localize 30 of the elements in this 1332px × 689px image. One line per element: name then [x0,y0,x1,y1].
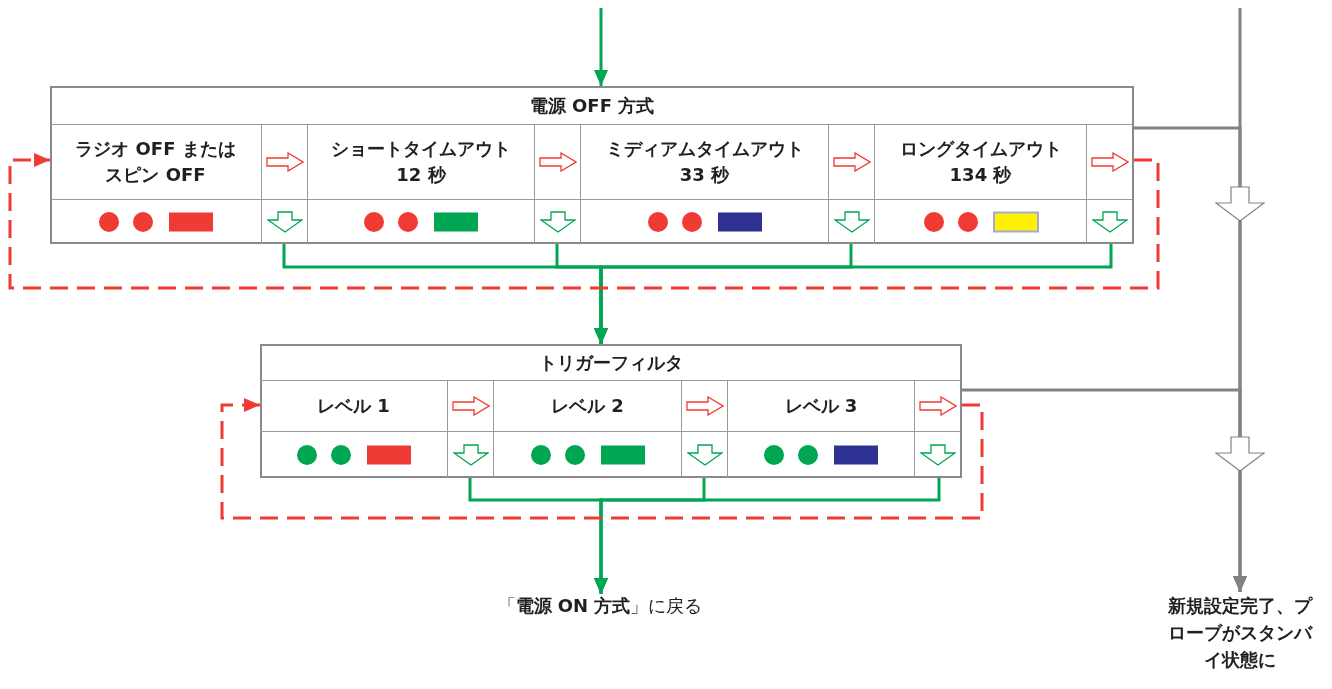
panel-title: 電源 OFF 方式 [528,94,656,118]
state-label: ミディアムタイムアウト [605,136,804,161]
dashed-arrow [220,398,984,520]
panel-title: トリガーフィルタ [538,351,684,375]
mode-panel [260,344,962,478]
status-note: 新規設定完了、プローブがスタンバイ状態に [1168,592,1312,673]
dashed-arrow [8,153,1160,290]
state-label: レベル 1 [317,393,390,418]
timeout-value: 33 秒 [679,163,730,187]
return-note: 「電源 ON 方式」に戻る [440,594,760,618]
state-label: レベル 2 [551,393,624,418]
timeout-value: 12 秒 [396,163,446,187]
state-label: ロングタイムアウト [899,136,1062,161]
arrow [594,8,608,86]
arrow [594,478,941,594]
timeout-value: スピン OFF [105,163,206,187]
state-column [727,380,960,478]
arrow [962,388,1247,592]
state-column [493,380,727,478]
state-label: レベル 3 [784,393,858,418]
arrow [594,244,1113,344]
state-column [260,380,493,478]
timeout-value: 134 秒 [949,163,1012,187]
mode-panel [50,86,1134,244]
state-label: ショートタイムアウト [331,136,511,161]
state-column [580,124,874,244]
state-column [307,124,580,244]
state-label: ラジオ OFF または [75,136,236,161]
state-column [50,124,307,244]
state-column [874,124,1132,244]
